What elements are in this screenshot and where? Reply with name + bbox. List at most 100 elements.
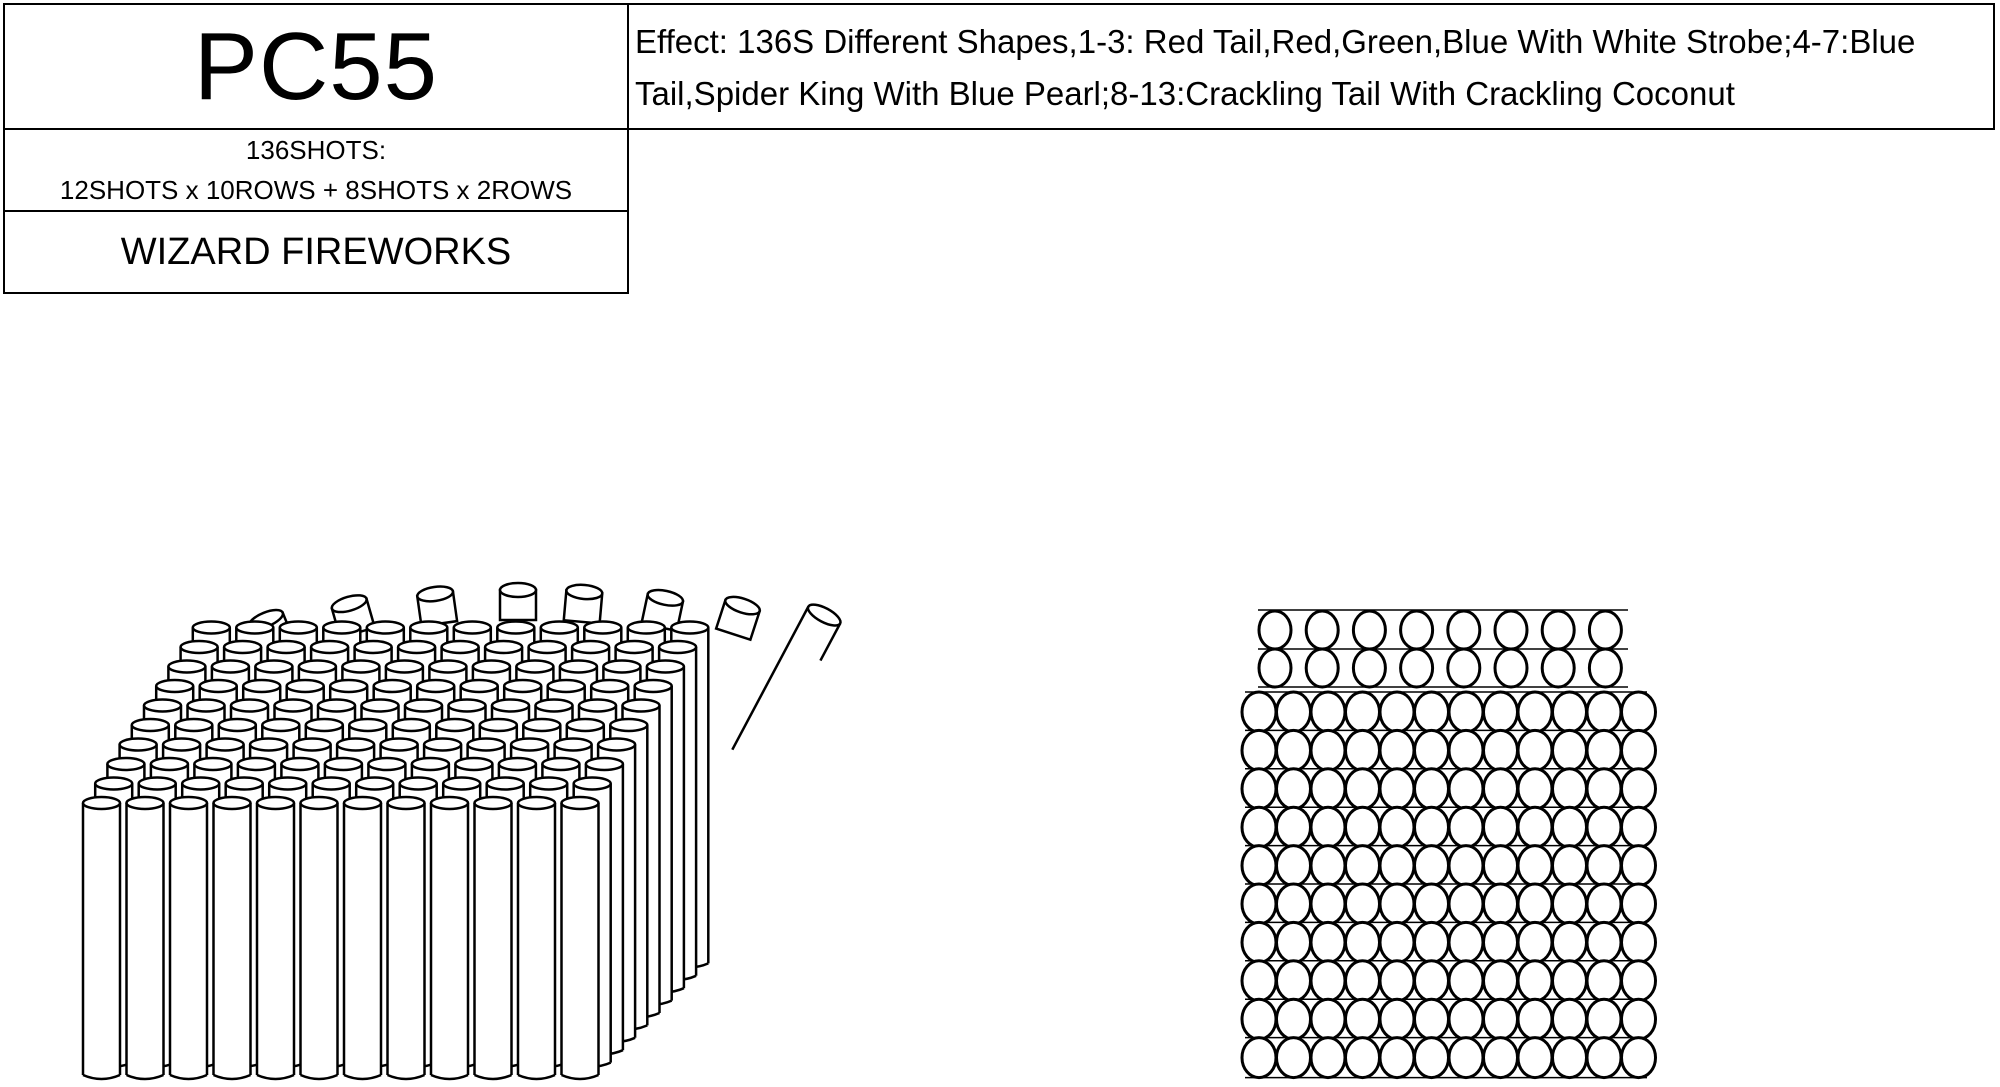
- top-tube-circle: [1551, 1036, 1588, 1080]
- top-tube-circle: [1257, 647, 1293, 689]
- top-tube-circle: [1413, 728, 1450, 772]
- tube-mouth: [490, 698, 531, 713]
- top-tube-circle: [1516, 1036, 1554, 1080]
- top-tube-circle: [1516, 997, 1554, 1041]
- tube-mouth: [527, 639, 567, 655]
- top-tube-circle: [1275, 728, 1312, 772]
- tube-mouth: [328, 678, 369, 694]
- tube-mouth: [330, 594, 368, 614]
- angled-tube: [714, 595, 762, 642]
- top-tube-circle: [1482, 882, 1519, 926]
- tube-mouth: [322, 620, 362, 635]
- tube-mouth: [485, 776, 525, 791]
- tube-mouth: [391, 717, 432, 733]
- tube-body: [344, 803, 381, 1075]
- top-tube-circle: [1344, 920, 1381, 964]
- tube-mouth: [602, 659, 642, 674]
- tube-mouth: [483, 639, 524, 655]
- top-tube-circle: [1585, 844, 1623, 888]
- tube-mouth: [236, 756, 277, 772]
- top-tube-circle: [1275, 767, 1312, 811]
- tube-mouth: [452, 620, 493, 635]
- top-tube-circle: [1446, 647, 1482, 689]
- tube-mouth: [81, 795, 122, 811]
- top-tube-circle: [1447, 1036, 1485, 1080]
- top-tube-circle: [1309, 767, 1347, 811]
- top-tube-circle: [1516, 690, 1554, 734]
- top-tube-circle: [1620, 959, 1657, 1003]
- top-tube-circle: [1516, 805, 1554, 849]
- top-tube-circle: [1620, 997, 1657, 1041]
- tube-body: [387, 803, 425, 1075]
- top-tube-circle: [1620, 805, 1657, 849]
- tube-mouth: [724, 595, 762, 616]
- tube-base: [474, 1073, 512, 1081]
- angled-tube: [415, 585, 459, 628]
- top-tube-circle: [1413, 959, 1450, 1003]
- tube-mouth: [396, 639, 437, 655]
- tube-mouth: [311, 776, 351, 791]
- tube-mouth: [572, 776, 612, 791]
- tube-mouth: [379, 737, 419, 752]
- model-number: PC55: [193, 12, 439, 120]
- top-tube-circle: [1240, 844, 1278, 888]
- top-tube-circle: [1447, 844, 1485, 888]
- tube-mouth: [309, 639, 350, 655]
- tube-mouth: [125, 795, 165, 811]
- tube-mouth: [186, 698, 226, 713]
- top-tube-circle: [1620, 920, 1657, 964]
- top-tube-circle: [1447, 959, 1485, 1003]
- top-tube-circle: [1551, 728, 1588, 772]
- tube-mouth: [285, 678, 325, 694]
- tube-mouth: [360, 698, 400, 713]
- top-tube-circle: [1620, 728, 1657, 772]
- tube-mouth: [609, 717, 649, 733]
- tube-mouth: [161, 737, 202, 752]
- top-tube-circle: [1309, 844, 1347, 888]
- tube-mouth: [583, 620, 623, 635]
- top-tube-circle: [1482, 844, 1519, 888]
- tube-base: [82, 1073, 121, 1081]
- tube-mouth: [577, 698, 618, 713]
- top-tube-circle: [1493, 609, 1529, 651]
- top-tube-circle: [1585, 805, 1623, 849]
- top-tube-circle: [1540, 609, 1576, 651]
- top-tube-circle: [1447, 690, 1485, 734]
- tube-mouth: [398, 776, 438, 791]
- top-tube-circle: [1447, 728, 1485, 772]
- top-tube-circle: [1351, 609, 1387, 651]
- tube-base: [343, 1073, 382, 1081]
- tube-mouth: [454, 756, 494, 772]
- tube-mouth: [539, 620, 580, 635]
- vertical-tube: [168, 795, 209, 1081]
- tube-mouth: [626, 620, 667, 635]
- top-tube-circle: [1585, 959, 1623, 1003]
- angled-tube: [498, 581, 538, 622]
- tube-mouth: [565, 717, 606, 733]
- top-tube-circle: [1275, 920, 1312, 964]
- brand-cell: WIZARD FIREWORKS: [3, 210, 629, 294]
- vertical-tube: [516, 795, 557, 1081]
- top-tube-circle: [1413, 997, 1450, 1041]
- tube-mouth: [304, 717, 345, 733]
- tube-mouth: [342, 795, 383, 811]
- tube-mouth: [473, 795, 513, 811]
- tube-mouth: [273, 698, 313, 713]
- tube-mouth: [384, 659, 425, 674]
- tube-mouth: [589, 678, 630, 694]
- tube-base: [300, 1073, 338, 1081]
- tube-mouth: [93, 776, 134, 791]
- tube-mouth: [621, 698, 661, 713]
- vertical-tube: [560, 795, 600, 1081]
- tube-mouth: [255, 795, 296, 811]
- tube-mouth: [584, 756, 625, 772]
- top-tube-circle: [1482, 997, 1519, 1041]
- top-tube-circle: [1275, 882, 1312, 926]
- tube-mouth: [130, 717, 171, 733]
- tube-mouth: [254, 659, 294, 674]
- tube-body: [170, 803, 207, 1075]
- tube-mouth: [266, 639, 306, 655]
- vertical-tube: [255, 795, 296, 1081]
- tube-mouth: [261, 717, 301, 733]
- top-tube-circle: [1378, 959, 1416, 1003]
